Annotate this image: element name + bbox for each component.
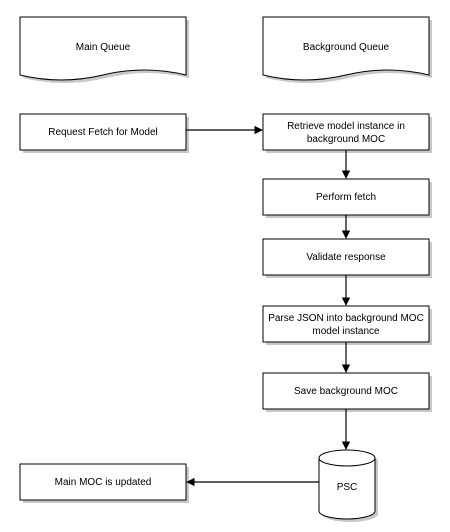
request-fetch-label: Request Fetch for Model xyxy=(48,127,158,138)
request-fetch-node: Request Fetch for Model xyxy=(19,113,189,153)
main-queue-header: Main Queue xyxy=(19,16,189,83)
perform-fetch-label: Perform fetch xyxy=(316,192,376,203)
validate-response-node: Validate response xyxy=(262,238,432,278)
main-moc-updated-node: Main MOC is updated xyxy=(19,463,189,503)
save-moc-label: Save background MOC xyxy=(294,386,398,397)
retrieve-model-node: Retrieve model instance in background MO… xyxy=(262,113,432,153)
parse-json-node: Parse JSON into background MOC model ins… xyxy=(262,305,432,345)
parse-json-label-line1: Parse JSON into background MOC xyxy=(268,313,424,324)
background-queue-header: Background Queue xyxy=(262,16,432,83)
save-moc-node: Save background MOC xyxy=(262,372,432,412)
validate-response-label: Validate response xyxy=(306,252,386,263)
main-queue-label: Main Queue xyxy=(76,42,131,53)
retrieve-model-label-line1: Retrieve model instance in xyxy=(287,121,405,132)
psc-label: PSC xyxy=(337,482,358,493)
perform-fetch-node: Perform fetch xyxy=(262,178,432,218)
background-queue-label: Background Queue xyxy=(303,42,390,53)
retrieve-model-label-line2: background MOC xyxy=(307,134,385,145)
psc-database-icon: PSC xyxy=(318,449,378,522)
main-moc-updated-label: Main MOC is updated xyxy=(55,477,152,488)
parse-json-label-line2: model instance xyxy=(312,326,380,337)
